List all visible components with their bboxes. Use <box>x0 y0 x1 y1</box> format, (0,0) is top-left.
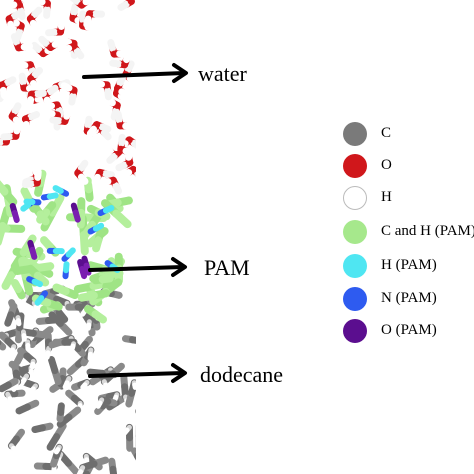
legend-swatch <box>343 154 367 178</box>
legend-label: O <box>381 157 392 173</box>
legend-swatch <box>343 122 367 146</box>
legend-swatch <box>343 319 367 343</box>
water-arrow <box>82 63 188 83</box>
legend-swatch <box>343 287 367 311</box>
water-label: water <box>198 61 247 86</box>
legend-label: O (PAM) <box>381 322 437 338</box>
legend-label: H <box>381 189 392 205</box>
legend-label: C and H (PAM) <box>381 223 474 239</box>
pam-layer <box>0 169 133 324</box>
water-layer <box>0 0 136 195</box>
legend-swatch <box>343 220 367 244</box>
dodecane-arrow <box>88 363 187 383</box>
pam-arrow <box>88 257 187 277</box>
legend-swatch <box>343 186 367 210</box>
legend-swatch <box>343 254 367 278</box>
legend-label: N (PAM) <box>381 290 437 306</box>
legend-label: H (PAM) <box>381 257 437 273</box>
dodecane-label: dodecane <box>200 362 284 387</box>
legend-label: C <box>381 125 392 141</box>
pam-label: PAM <box>204 255 250 280</box>
